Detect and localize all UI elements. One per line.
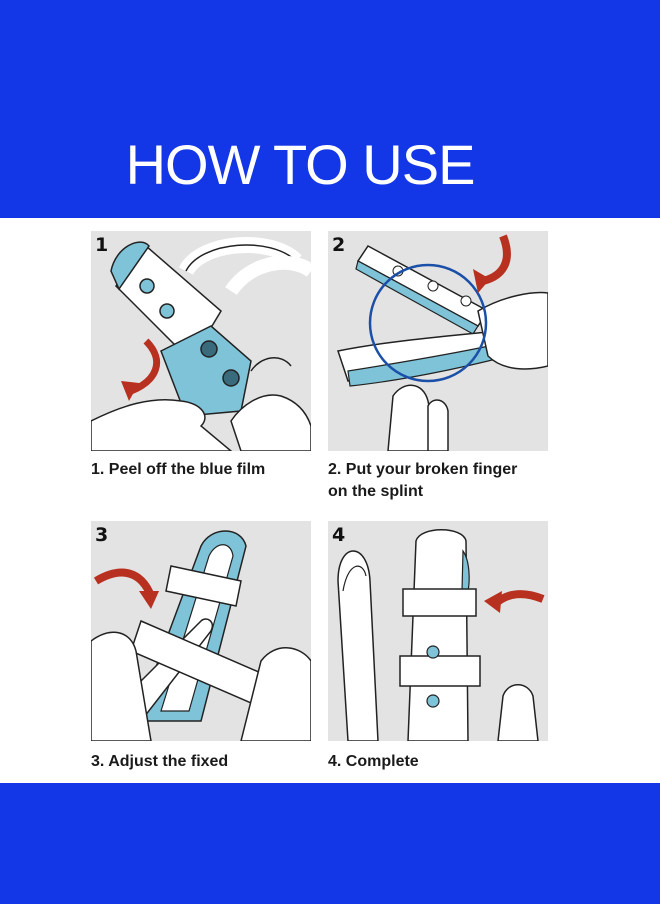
step-3-caption: 3. Adjust the fixed — [91, 753, 229, 770]
step-1-caption: 1. Peel off the blue film — [91, 461, 266, 478]
step-2-illustration: 2 — [328, 231, 548, 451]
step-4-number: 4 — [332, 524, 346, 546]
complete-drawing — [337, 529, 545, 741]
step-1-illustration: 1 — [91, 231, 311, 451]
page-title: HOW TO USE — [125, 133, 476, 196]
step-3-number: 3 — [95, 524, 109, 546]
step-2-caption-line2: on the splint — [328, 483, 424, 500]
footer-band — [0, 783, 660, 904]
finger-on-splint-drawing — [337, 234, 548, 451]
step-3-illustration: 3 — [91, 521, 311, 741]
adjust-strap-drawing — [91, 530, 311, 741]
step-2-caption-line1: 2. Put your broken finger — [328, 461, 518, 478]
peel-film-drawing — [91, 237, 311, 451]
header-band — [0, 0, 660, 218]
step-2-number: 2 — [332, 234, 346, 256]
step-4-caption: 4. Complete — [328, 753, 419, 770]
step-1-number: 1 — [95, 234, 109, 256]
step-4-illustration: 4 — [328, 521, 548, 741]
